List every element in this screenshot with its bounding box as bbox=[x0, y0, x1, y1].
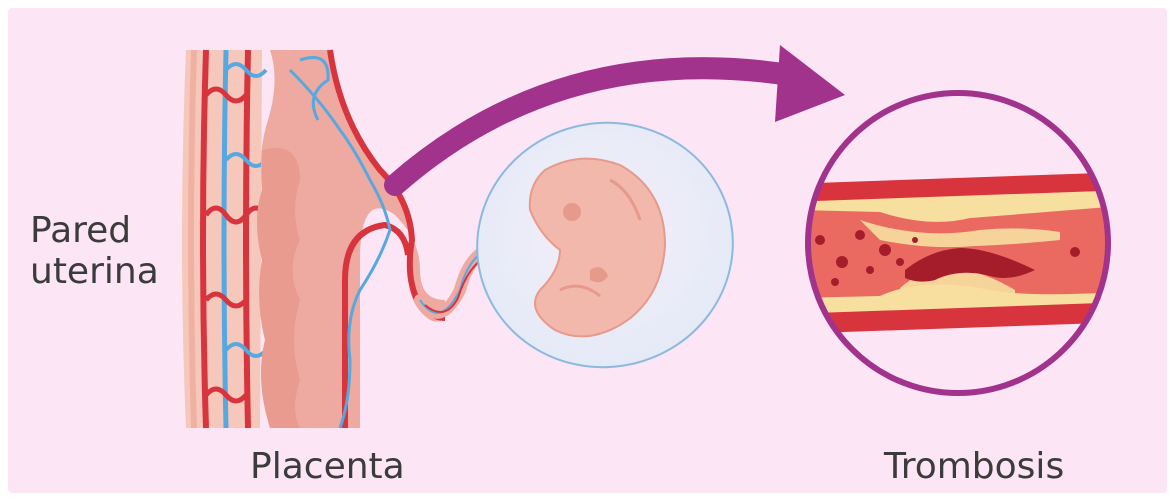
placenta-label: Placenta bbox=[250, 446, 405, 487]
uterine-wall-label: Pared uterina bbox=[30, 210, 159, 293]
placenta-shape bbox=[257, 50, 445, 428]
uterine-wall-label-line1: Pared bbox=[30, 210, 159, 251]
thrombosis-detail bbox=[797, 93, 1122, 393]
thrombosis-label: Trombosis bbox=[884, 446, 1064, 487]
uterine-wall bbox=[182, 50, 266, 428]
uterine-wall-label-line2: uterina bbox=[30, 251, 159, 292]
